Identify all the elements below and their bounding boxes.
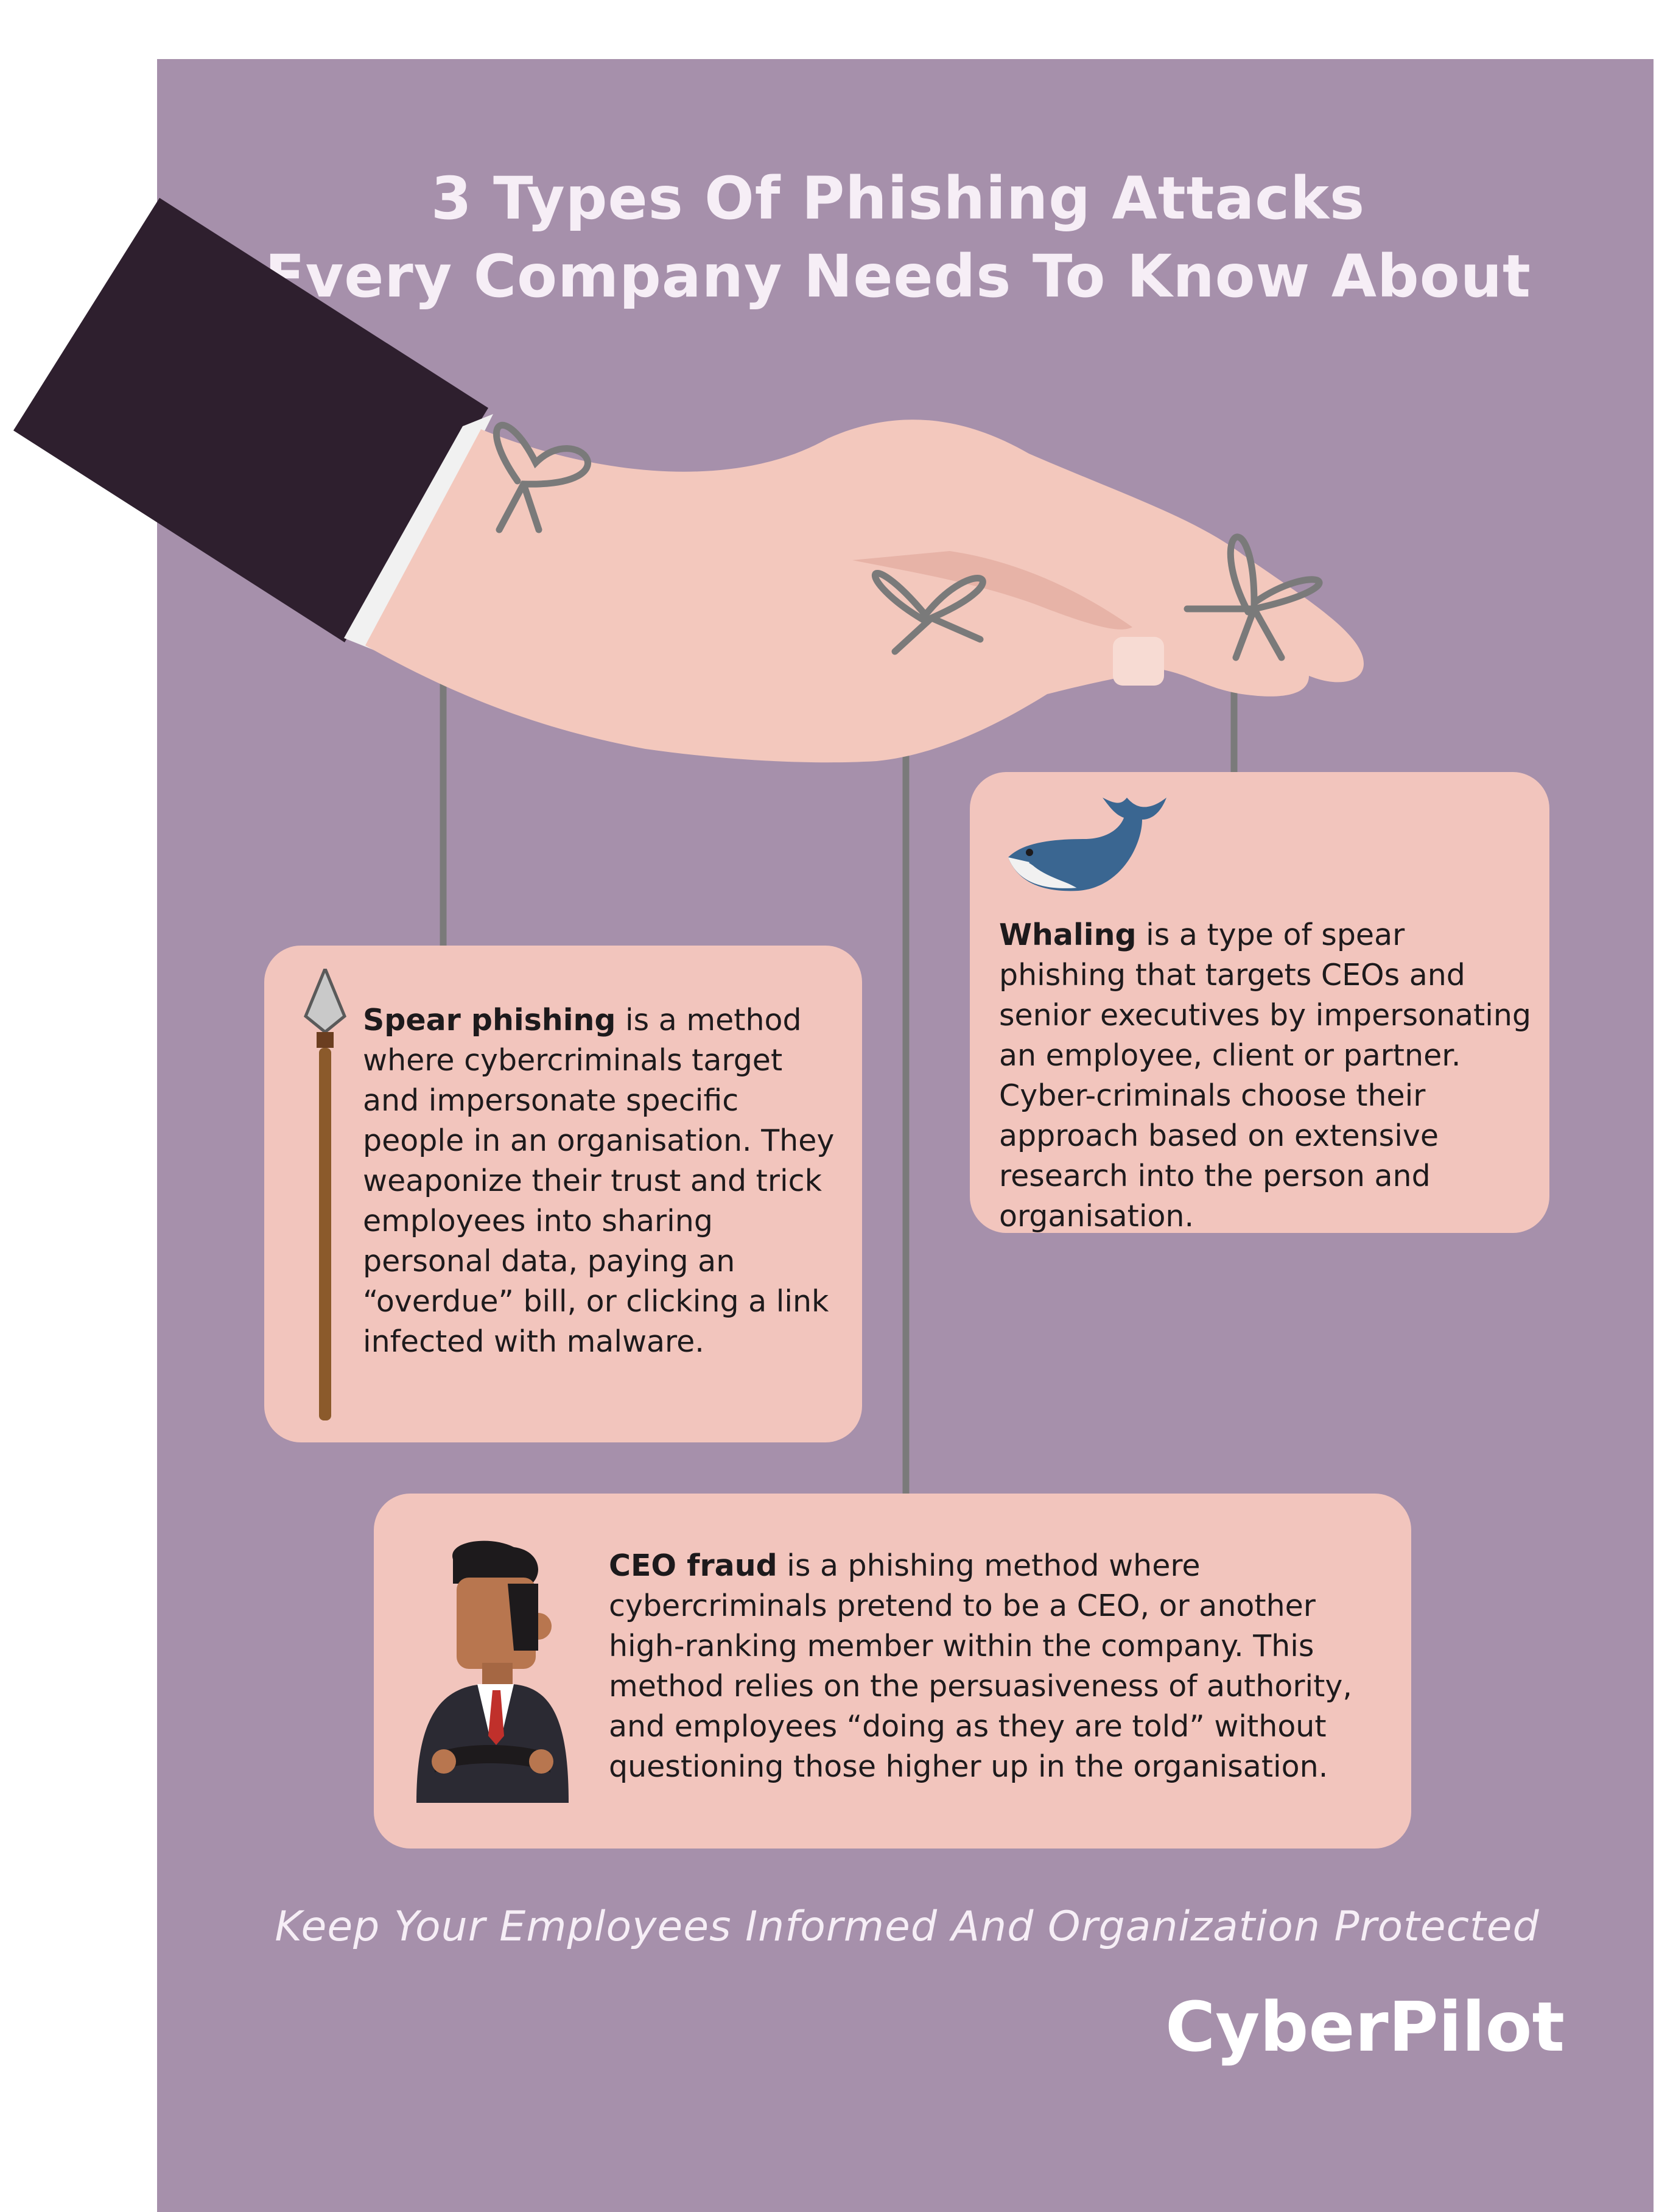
ceo-fraud-term: CEO fraud	[609, 1548, 777, 1583]
suit-sleeve	[13, 198, 493, 650]
page-title: 3 Types Of Phishing Attacks Every Compan…	[256, 160, 1540, 315]
cyberpilot-logo: CyberPilot	[1165, 1988, 1565, 2067]
ceo-fraud-description: is a phishing method where cybercriminal…	[609, 1548, 1352, 1784]
whaling-term: Whaling	[999, 918, 1137, 952]
spear-phishing-term: Spear phishing	[363, 1003, 616, 1038]
whaling-description: is a type of spear phishing that targets…	[999, 918, 1532, 1234]
whaling-text: Whaling is a type of spear phishing that…	[999, 915, 1535, 1237]
ceo-fraud-card: CEO fraud is a phishing method where cyb…	[374, 1494, 1411, 1849]
whaling-card: Whaling is a type of spear phishing that…	[970, 772, 1549, 1234]
hand	[365, 420, 1364, 763]
string-bows	[493, 421, 1323, 661]
title-line-2: Every Company Needs To Know About	[265, 242, 1531, 311]
spear-phishing-text: Spear phishing is a method where cybercr…	[363, 1000, 844, 1362]
businessman-icon	[416, 1540, 569, 1803]
spear-phishing-description: is a method where cybercriminals target …	[363, 1003, 835, 1359]
ceo-fraud-text: CEO fraud is a phishing method where cyb…	[609, 1546, 1370, 1787]
spear-phishing-card: Spear phishing is a method where cybercr…	[264, 946, 862, 1442]
whale-icon	[1008, 798, 1166, 891]
spear-icon	[303, 969, 347, 1420]
tagline: Keep Your Employees Informed And Organiz…	[275, 1903, 1540, 1951]
title-line-1: 3 Types Of Phishing Attacks	[430, 164, 1366, 233]
